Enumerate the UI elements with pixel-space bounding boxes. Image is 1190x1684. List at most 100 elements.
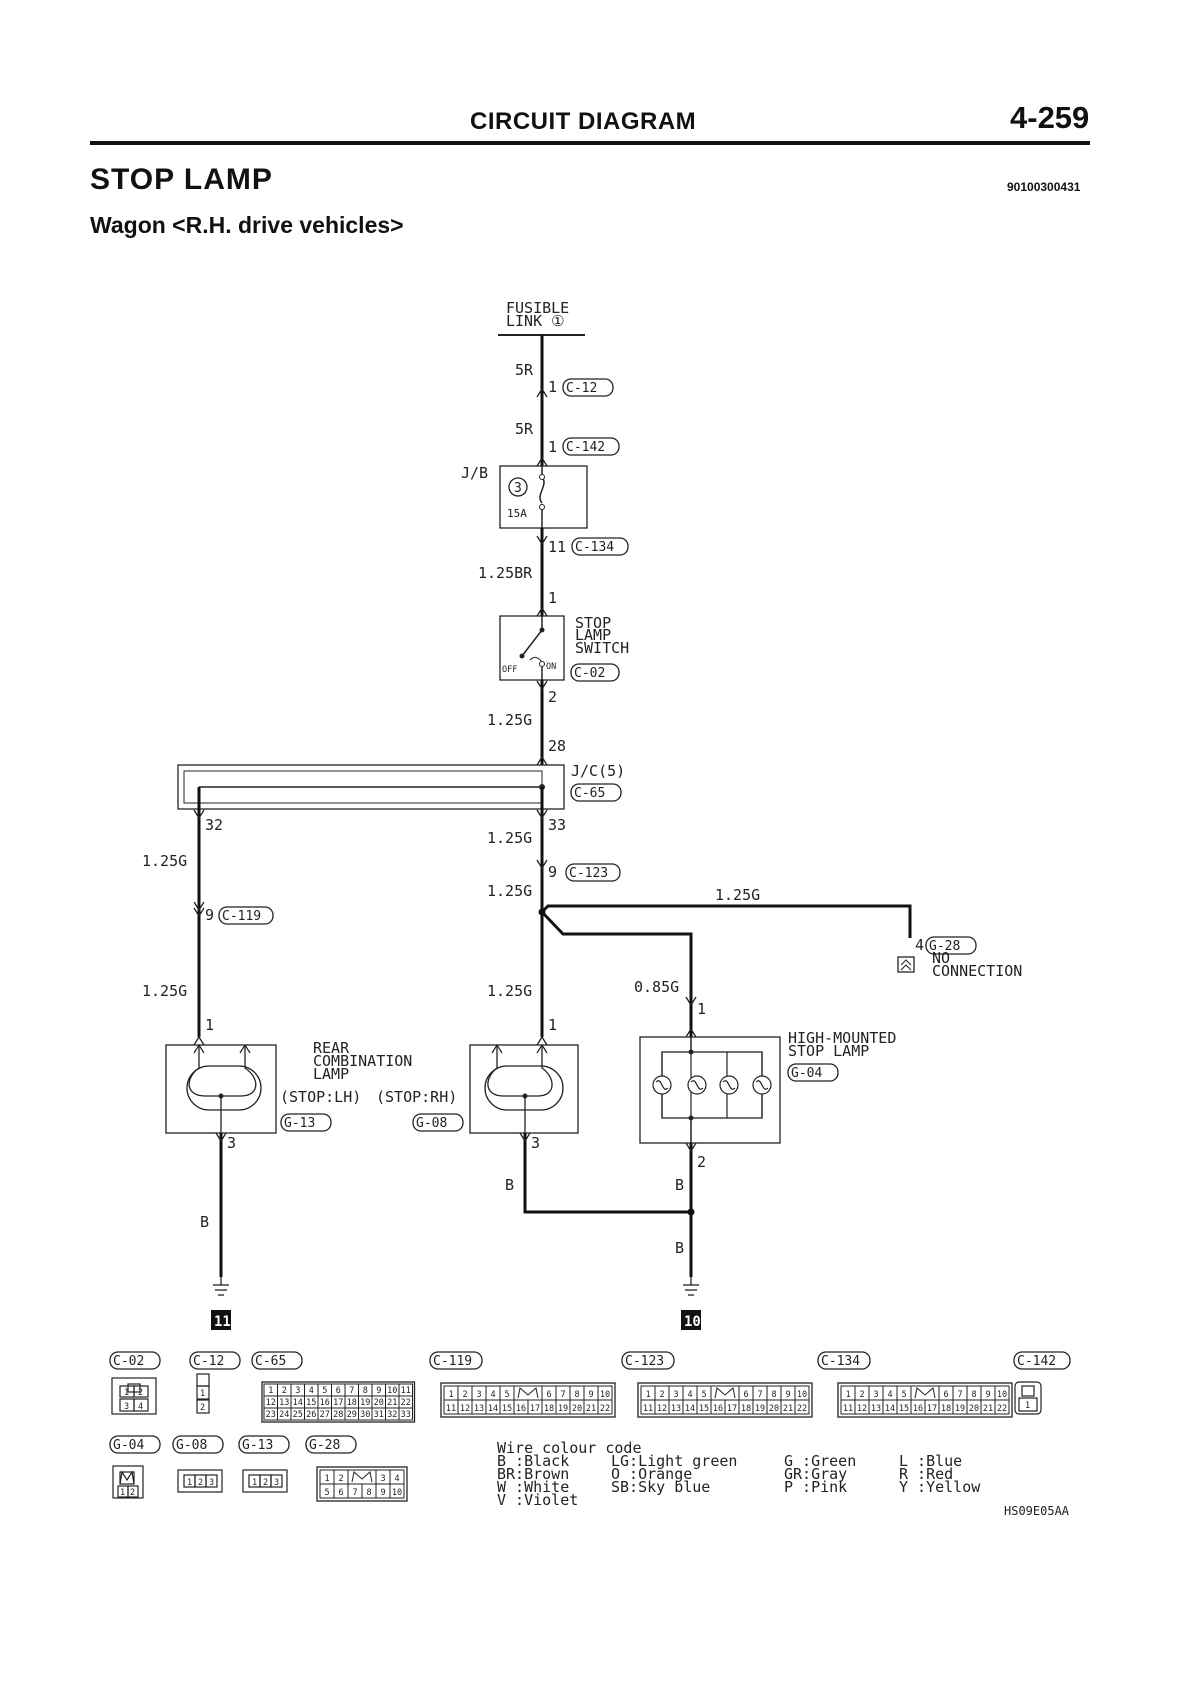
- ground-11-badge: [211, 1310, 231, 1330]
- c123-pin: 12: [657, 1404, 667, 1414]
- c134-tag-text: C-134: [575, 540, 614, 555]
- c02-tag: [570, 663, 620, 682]
- wire-b-center: [523, 1133, 691, 1214]
- c65-outline: [261, 1381, 416, 1423]
- c134-arrow-icon: [536, 535, 548, 546]
- g28-pin: 6: [338, 1488, 343, 1498]
- high-lamp-out-arrow-icon: [685, 1142, 697, 1153]
- ref-g13-tag-text: G-13: [242, 1438, 273, 1453]
- ref-c134-tag-text: C-134: [821, 1354, 860, 1369]
- switch-off-label: OFF: [502, 665, 517, 675]
- c119-pin: 18: [544, 1404, 554, 1414]
- c142-tag: [562, 437, 620, 456]
- c119-cell: [597, 1399, 613, 1415]
- c119-pin: 22: [600, 1404, 610, 1414]
- rear-lamp-lh-node: [218, 1093, 224, 1099]
- wire-b-center-label: B: [505, 1176, 514, 1194]
- switch-on-label: ON: [546, 662, 556, 672]
- high-lamp-box: [639, 1036, 781, 1144]
- c65-pin: 22: [401, 1398, 411, 1408]
- rear-lamp-label-3: LAMP: [313, 1065, 349, 1083]
- c134-pin: 17: [927, 1404, 937, 1414]
- c65-pin: 11: [401, 1386, 411, 1396]
- ref-c12-tag: [189, 1351, 241, 1370]
- c134-pin: 11: [843, 1404, 853, 1414]
- c123-pin: 11: [643, 1404, 653, 1414]
- rear-lamp-rh-node: [522, 1093, 528, 1099]
- wire-center-label-1: 1.25G: [487, 829, 532, 847]
- g28-pin: 8: [366, 1488, 371, 1498]
- c65-pin: 26: [306, 1410, 316, 1420]
- c65-pin: 13: [279, 1398, 289, 1408]
- ground-11-icon: [213, 1277, 229, 1296]
- jb-label: J/B: [461, 464, 488, 482]
- rear-lamp-rh-filament: [487, 1045, 553, 1133]
- c134-pin: 16: [913, 1404, 923, 1414]
- g04-tag: [787, 1063, 839, 1082]
- c119-pin: 12: [460, 1404, 470, 1414]
- ref-c65-tag: [251, 1351, 303, 1370]
- c134-pin: 4: [887, 1390, 892, 1400]
- header-rule: [90, 141, 1090, 145]
- lh-lamp-in-arrow-icon: [193, 1035, 205, 1046]
- legend-col1-1: BR:Brown: [497, 1465, 569, 1483]
- high-lamp-label-1: HIGH-MOUNTED: [788, 1029, 896, 1047]
- ref-g13-pin-3: 3: [274, 1478, 279, 1488]
- c12-pin: 1: [548, 378, 557, 396]
- c134-cell: [994, 1399, 1010, 1415]
- c65-pin: 2: [282, 1386, 287, 1396]
- c123-pin: 20: [769, 1404, 779, 1414]
- c65-pin: 28: [333, 1410, 343, 1420]
- c123-pin: 22: [797, 1404, 807, 1414]
- c119-pin: 19: [558, 1404, 568, 1414]
- c65-pin: 25: [293, 1410, 303, 1420]
- ref-g04-pin-1: 1: [120, 1488, 125, 1498]
- c119-pin: 16: [516, 1404, 526, 1414]
- c134-pin: 13: [871, 1404, 881, 1414]
- c134-pin: 9: [985, 1390, 990, 1400]
- no-connection-box: [897, 956, 915, 973]
- switch-node-bot: [519, 653, 525, 659]
- c65-pin: 30: [360, 1410, 370, 1420]
- g13-tag-text: G-13: [284, 1116, 315, 1131]
- jc-in-arrow-icon: [536, 755, 548, 766]
- no-connection-icon: [900, 959, 912, 971]
- c65-pin: 21: [387, 1398, 397, 1408]
- c123-pin: 2: [659, 1390, 664, 1400]
- wire-085g-label: 0.85G: [634, 978, 679, 996]
- c123-pin: 17: [727, 1404, 737, 1414]
- g04-tag-text: G-04: [791, 1066, 822, 1081]
- c65-pin: 16: [320, 1398, 330, 1408]
- c119-pin: 4: [490, 1390, 495, 1400]
- wire-left-label-1: 1.25G: [142, 852, 187, 870]
- c12-tag: [562, 378, 614, 397]
- switch-contact-icon: [521, 629, 543, 657]
- c65-pin: 12: [266, 1398, 276, 1408]
- wire-125br-label: 1.25BR: [478, 564, 533, 582]
- rear-lamp-label-2: COMBINATION: [313, 1052, 412, 1070]
- ref-c02-face: [111, 1377, 157, 1415]
- c65-pin: 6: [336, 1386, 341, 1396]
- g28-tag-text: G-28: [929, 939, 960, 954]
- high-lamp-bulbs-icon: [652, 1052, 772, 1118]
- c134-pin: 22: [997, 1404, 1007, 1414]
- c119-pin: 9: [588, 1390, 593, 1400]
- fuse-node-top: [539, 474, 545, 480]
- ref-c12-tag-text: C-12: [193, 1354, 224, 1369]
- legend-col1-3: V :Violet: [497, 1491, 578, 1509]
- legend-col2-2: SB:Sky blue: [611, 1478, 710, 1496]
- g28-pin: 2: [338, 1474, 343, 1484]
- g28-cell: [389, 1483, 405, 1499]
- ref-c123-tag-text: C-123: [625, 1354, 664, 1369]
- g08-tag: [412, 1113, 464, 1132]
- legend-title: Wire colour code: [497, 1439, 642, 1457]
- ref-c02-tag: [109, 1351, 161, 1370]
- c134-pin: 11: [548, 538, 566, 556]
- c134-tag: [571, 537, 629, 556]
- switch-pin-1: 1: [548, 589, 557, 607]
- lh-out-arrow-icon: [215, 1132, 227, 1143]
- ref-g08-tag-text: G-08: [176, 1438, 207, 1453]
- c119-pin: 9: [205, 906, 214, 924]
